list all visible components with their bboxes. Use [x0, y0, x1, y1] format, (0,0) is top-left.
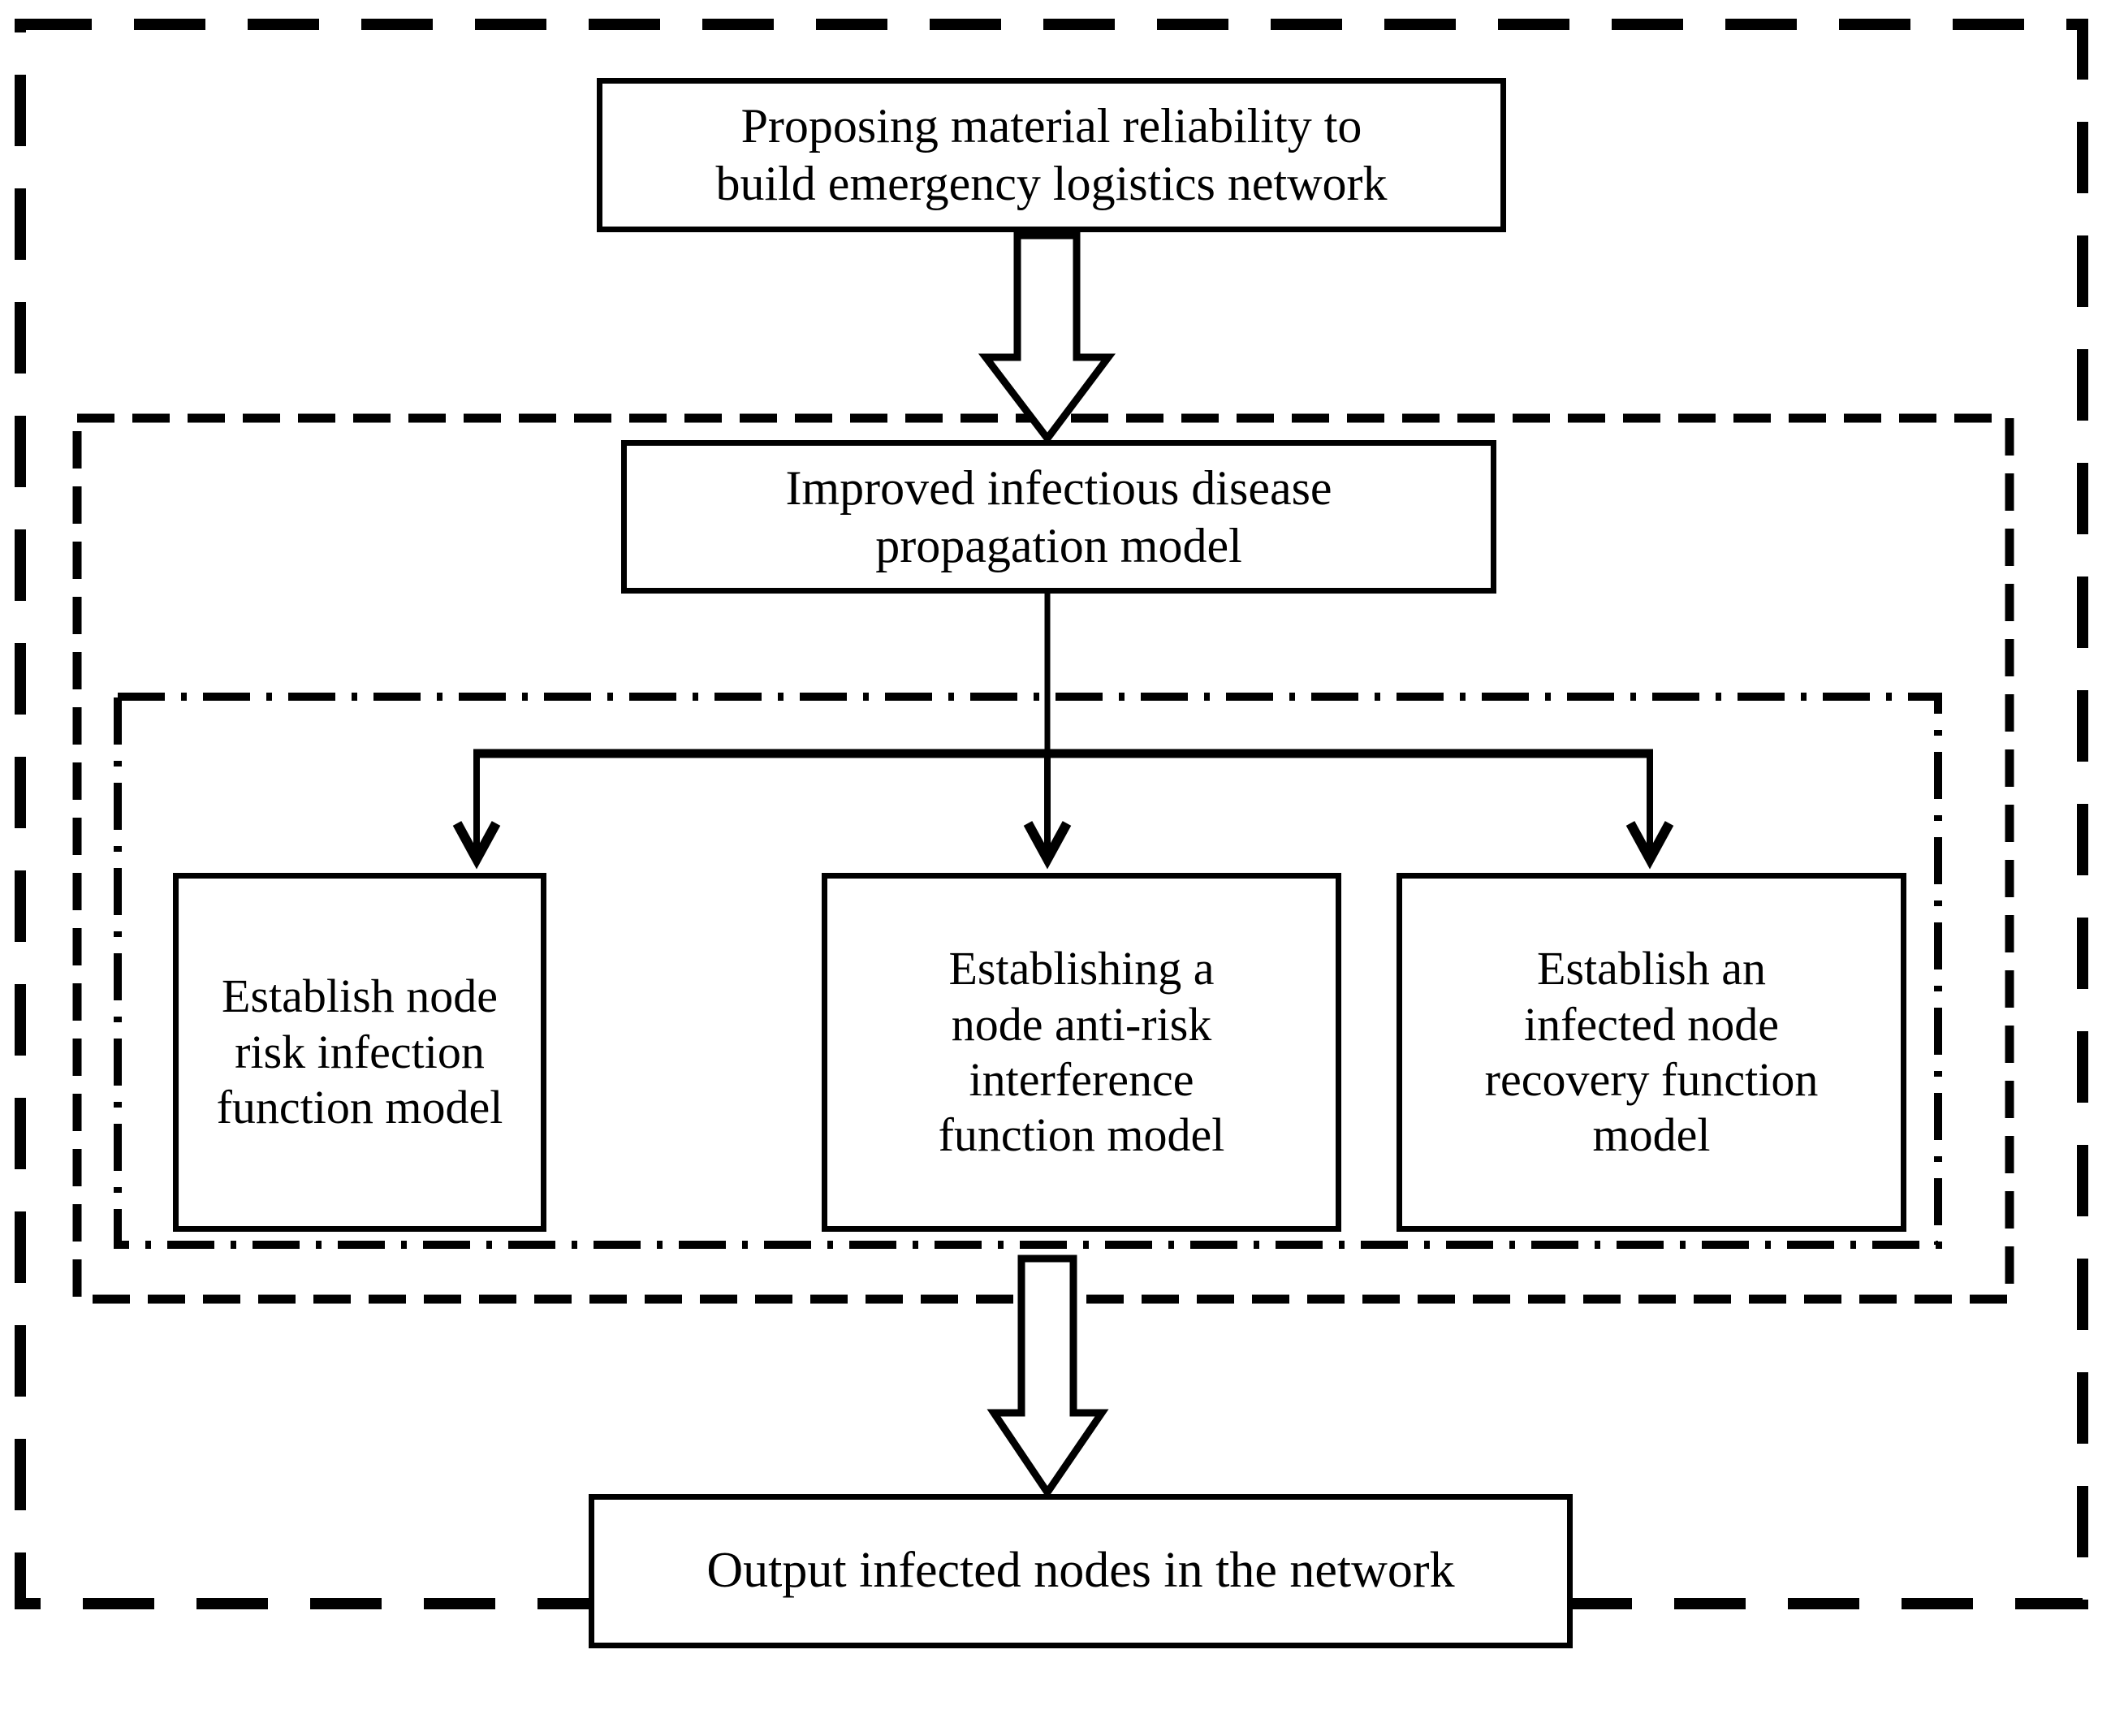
node-recovery-label: Establish an infected node recovery func… [1484, 942, 1819, 1162]
arrowhead-to-recovery [1625, 821, 1674, 870]
node-anti-risk-label: Establishing a node anti-risk interferen… [938, 942, 1225, 1162]
node-establish-node-risk-infection-function-model[interactable]: Establish node risk infection function m… [173, 873, 546, 1232]
node-improved-infectious-disease-model[interactable]: Improved infectious disease propagation … [621, 440, 1496, 594]
node-proposing-material-reliability[interactable]: Proposing material reliability to build … [597, 78, 1506, 232]
node-improved-label: Improved infectious disease propagation … [785, 460, 1332, 572]
node-establish-infected-node-recovery-function-model[interactable]: Establish an infected node recovery func… [1397, 873, 1906, 1232]
node-output-label: Output infected nodes in the network [706, 1543, 1455, 1599]
node-risk-infection-label: Establish node risk infection function m… [216, 969, 503, 1134]
arrowhead-to-risk-infection [452, 821, 501, 870]
node-output-infected-nodes[interactable]: Output infected nodes in the network [589, 1494, 1573, 1648]
node-proposing-label: Proposing material reliability to build … [715, 99, 1388, 210]
block-arrow-proposing-to-improved [978, 231, 1116, 445]
block-arrow-models-to-output [986, 1254, 1109, 1500]
inner-dash-dot-frame [114, 693, 1942, 1249]
node-establishing-node-anti-risk-interference-function-model[interactable]: Establishing a node anti-risk interferen… [822, 873, 1341, 1232]
arrowhead-to-anti-risk [1023, 821, 1072, 870]
